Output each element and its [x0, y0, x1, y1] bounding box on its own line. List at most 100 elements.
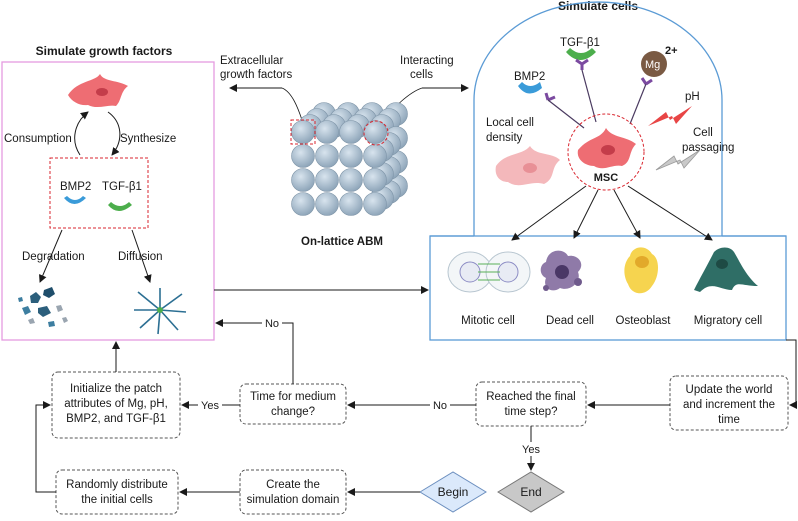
migratory-cell-icon [694, 247, 758, 292]
update-world-box [669, 375, 789, 431]
lattice-sphere [339, 168, 363, 192]
synthesize-label: Synthesize [120, 133, 176, 145]
lattice-sphere [339, 192, 363, 216]
osteoblast-icon [624, 247, 658, 294]
extracellular-label-line1: Extracellular [220, 55, 283, 67]
medium-change-box [239, 383, 347, 425]
extracellular-leader [281, 87, 303, 121]
lattice-sphere [291, 144, 315, 168]
no-label-final: No [433, 400, 447, 412]
lattice-cube [291, 102, 408, 216]
lattice-sphere [363, 144, 387, 168]
interacting-label-line1: Interacting [400, 55, 454, 67]
final-line1: Reached the final [486, 391, 576, 403]
mg-receptor-icon [640, 77, 653, 86]
cells-bmp2-icon [518, 82, 542, 94]
create-line1: Create the [266, 479, 320, 491]
update-line1: Update the world [686, 384, 773, 396]
random-line1: Randomly distribute [66, 479, 168, 491]
random-distribute-box [55, 469, 179, 515]
interacting-label-line2: cells [410, 69, 433, 81]
extracellular-label-line2: growth factors [220, 69, 292, 81]
medium-line1: Time for medium [250, 391, 336, 403]
update-line3: time [718, 414, 740, 426]
outcome-label-dead: Dead cell [546, 315, 594, 327]
growth-factors-title: Simulate growth factors [36, 44, 173, 58]
lattice-sphere [291, 192, 315, 216]
create-domain-box [239, 469, 347, 515]
no-label-medium: No [265, 318, 279, 330]
consumption-arrow [74, 111, 89, 156]
msc-highlight [567, 113, 645, 191]
synthesize-arrow [107, 111, 121, 156]
passaging-label-line2: passaging [682, 142, 734, 154]
msc-to-migratory-arrow [627, 185, 713, 241]
interacting-highlight [363, 120, 389, 146]
local-density-cell-icon [495, 146, 560, 186]
gf-bmp2-label: BMP2 [60, 181, 91, 193]
mg-ion-icon [641, 51, 667, 77]
outcomes-panel [429, 235, 787, 341]
lattice-sphere [315, 192, 339, 216]
dead-cell-icon [540, 250, 582, 291]
diffusion-spread-icon [134, 288, 187, 335]
bmp2-receptor-icon [544, 92, 556, 102]
growth-factor-box [49, 157, 149, 229]
lattice-sphere [315, 168, 339, 192]
medium-line2: change? [271, 406, 315, 418]
end-node [497, 471, 565, 513]
mg-charge-label: 2+ [665, 45, 678, 57]
lattice-sphere [315, 120, 339, 144]
ph-bolt-icon [648, 106, 692, 126]
bmp2-icon [64, 196, 86, 204]
msc-to-osteoblast-arrow [613, 189, 641, 239]
lattice-sphere [291, 168, 315, 192]
cells-tgf-icon [566, 48, 596, 60]
diffusion-arrow [131, 229, 152, 283]
lattice-sphere [315, 144, 339, 168]
lattice-sphere [339, 144, 363, 168]
degradation-label: Degradation [22, 251, 85, 263]
consumption-label: Consumption [4, 133, 72, 145]
lattice-sphere [291, 120, 315, 144]
yes-label-medium: Yes [201, 400, 219, 412]
mitotic-cell-icon [447, 251, 531, 293]
degradation-fragments-icon [18, 287, 68, 327]
outcome-label-osteoblast: Osteoblast [616, 315, 672, 327]
cells-bmp2-label: BMP2 [514, 71, 545, 83]
lattice-sphere [363, 168, 387, 192]
init-line2: attributes of Mg, pH, [64, 398, 168, 410]
cells-arch [473, 1, 723, 227]
outcome-label-migratory: Migratory cell [694, 315, 762, 327]
cells-tgf-label: TGF-β1 [560, 37, 600, 49]
lattice-sphere [363, 192, 387, 216]
update-line2: and increment the [683, 399, 775, 411]
init-line1: Initialize the patch [70, 383, 162, 395]
mg-label: Mg [645, 59, 660, 71]
gf-tgf-label: TGF-β1 [102, 181, 142, 193]
begin-node [419, 471, 487, 513]
init-line3: BMP2, and TGF-β1 [66, 413, 166, 425]
diffusion-label: Diffusion [118, 251, 163, 263]
passaging-bolt-icon [655, 149, 701, 171]
growth-factors-panel [1, 61, 215, 341]
local-density-label-line2: density [486, 132, 523, 144]
end-label: End [520, 485, 541, 499]
create-line2: simulation domain [247, 494, 340, 506]
tgf-icon [108, 202, 132, 211]
tgf-receptor-icon [575, 58, 589, 70]
final-line2: time step? [504, 406, 557, 418]
msc-to-mitotic-arrow [511, 185, 587, 241]
random-line2: the initial cells [81, 494, 153, 506]
abm-label: On-lattice ABM [301, 236, 383, 248]
medium-no-arrow [215, 319, 294, 384]
outcome-label-mitotic: Mitotic cell [461, 315, 515, 327]
msc-label: MSC [594, 172, 619, 184]
msc-to-dead-arrow [573, 189, 599, 239]
degradation-arrow [39, 229, 63, 283]
yes-label-final: Yes [522, 444, 540, 456]
ph-label: pH [685, 91, 700, 103]
cells-to-update-arrow [786, 339, 797, 409]
final-time-box [475, 381, 587, 427]
